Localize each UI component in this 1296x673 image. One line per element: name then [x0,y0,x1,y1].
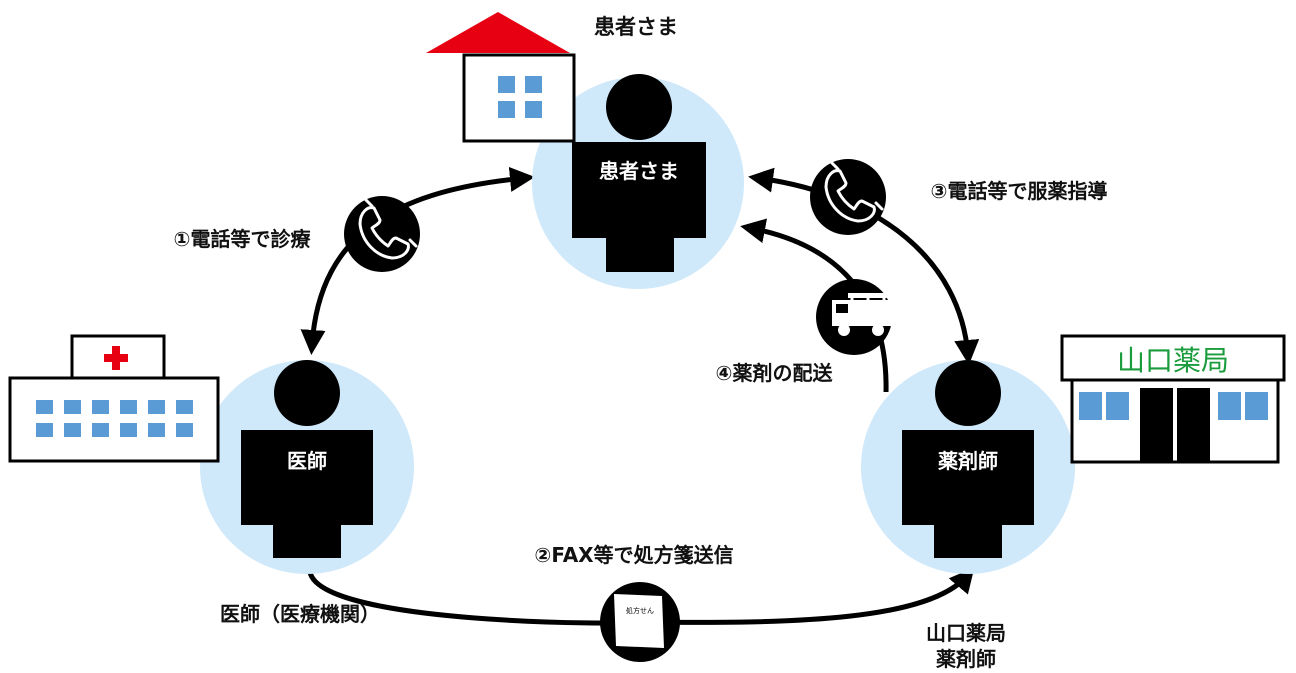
step4-label: ④薬剤の配送 [716,361,834,385]
prescription-icon: 処方せん [600,582,680,662]
pharmacist-figure-label: 薬剤師 [938,449,998,473]
patient-figure: 患者さま [572,74,706,272]
truck-icon [816,279,894,355]
pharmacist-caption-line1: 山口薬局 [926,621,1006,645]
house-icon [426,12,576,143]
pharmacist-caption-line2: 薬剤師 [936,647,996,671]
prescription-label: 処方せん [626,606,654,615]
pharmacy-icon: 山口薬局 [1060,334,1286,464]
doctor-figure: 医師 [241,360,373,558]
arrow-patient-pharmacist [748,167,980,365]
patient-title: 患者さま [594,15,678,39]
step2-label: ②FAX等で処方箋送信 [534,543,733,567]
pharmacy-sign: 山口薬局 [1117,344,1229,377]
step3-label: ③電話等で服薬指導 [931,179,1108,203]
phone-icon [808,157,888,237]
pharmacist-figure: 薬剤師 [902,360,1034,558]
hospital-icon [8,334,220,463]
phone-icon [342,194,422,274]
doctor-caption: 医師（医療機関） [220,602,380,626]
step1-label: ①電話等で診療 [174,227,311,251]
patient-figure-label: 患者さま [599,159,679,183]
hospital-windows [36,400,193,437]
arrow-patient-doctor [300,166,535,355]
doctor-figure-label: 医師 [287,449,327,473]
